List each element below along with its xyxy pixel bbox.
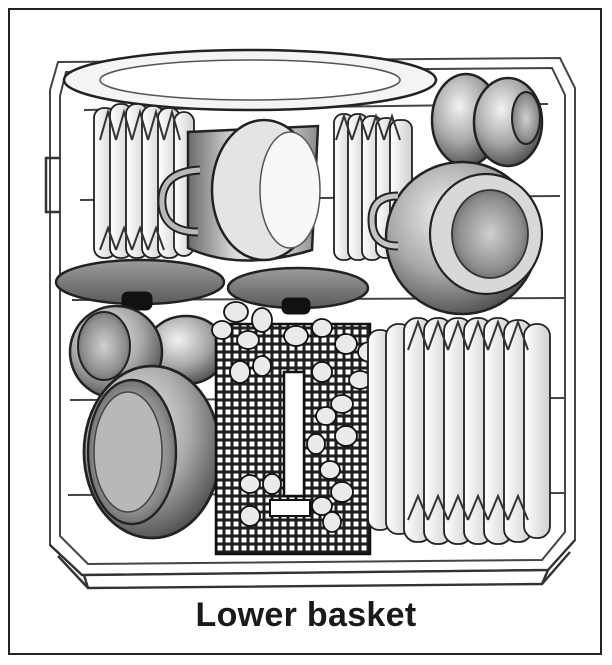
rack-tines-centre [335,112,401,141]
casserole-dish [367,160,544,316]
oval-platter [62,48,438,112]
bowls-front-left [68,304,228,540]
rack-front-wires [49,539,576,590]
small-bowls-top-right [430,72,544,168]
pot-lid-center [226,266,370,315]
cooking-pot [157,118,321,262]
figure-caption: Lower basket [195,596,417,634]
rack-side-handle-left [44,156,60,214]
side-plates-back [333,113,413,261]
dinner-plates-front-right [367,317,551,545]
rack-tines-left [99,108,181,251]
rack-tines-right [407,319,529,521]
pot-lid-left [54,258,226,311]
